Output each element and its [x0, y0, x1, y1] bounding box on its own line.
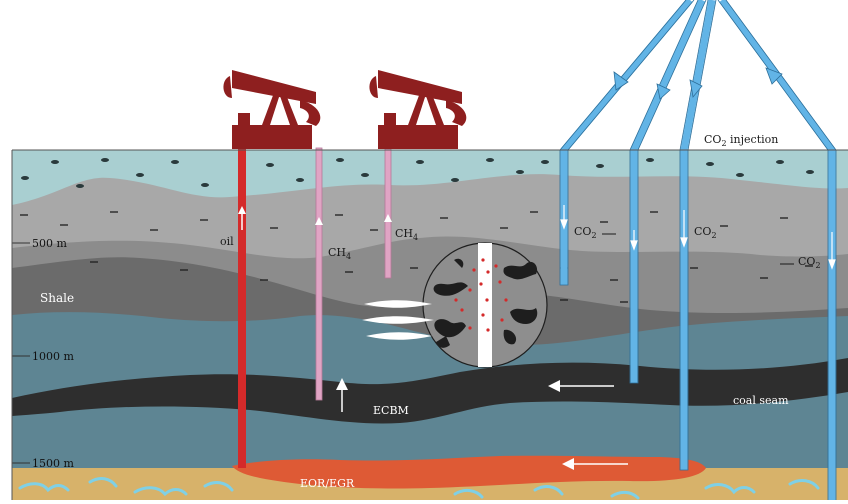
co2-label-2: CO2 [694, 225, 717, 240]
grey-layer-texture [20, 211, 813, 303]
depth-1500: 1500 m [32, 457, 74, 470]
co2-down-arrows [560, 205, 836, 270]
co2-injection-label: CO2 injection [704, 133, 778, 148]
co2-label-3: CO2 [798, 255, 821, 270]
coal-flow-arrow [548, 380, 614, 392]
ch4-label-2: CH4 [395, 227, 418, 242]
co2-label-1: CO2 [574, 225, 597, 240]
eor-egr-label: EOR/EGR [300, 477, 355, 490]
sand-texture [18, 477, 820, 500]
pump-jack-1 [223, 70, 321, 149]
reservoir-flow-arrow [562, 458, 628, 470]
coal-seam-label: coal seam [733, 394, 789, 407]
desorption-flow-arrows [362, 300, 434, 340]
depth-1000: 1000 m [32, 350, 74, 363]
co2-flow-arrows [613, 67, 783, 100]
magnified-inset [422, 242, 548, 368]
gas-well-1 [315, 147, 323, 401]
top-layer-texture [21, 158, 814, 188]
ch4-label-1: CH4 [328, 246, 351, 261]
shale-label: Shale [40, 291, 74, 305]
depth-scale: 500 m 1000 m 1500 m [12, 237, 74, 470]
pump-jack-2 [369, 70, 467, 149]
depth-500: 500 m [32, 237, 67, 250]
gas-well-2 [384, 147, 392, 279]
oil-well [238, 148, 246, 468]
coal-seam-layer [12, 358, 848, 424]
ecbm-up-arrow [336, 378, 348, 412]
ecbm-label: ECBM [373, 404, 409, 417]
oil-label: oil [220, 235, 234, 248]
